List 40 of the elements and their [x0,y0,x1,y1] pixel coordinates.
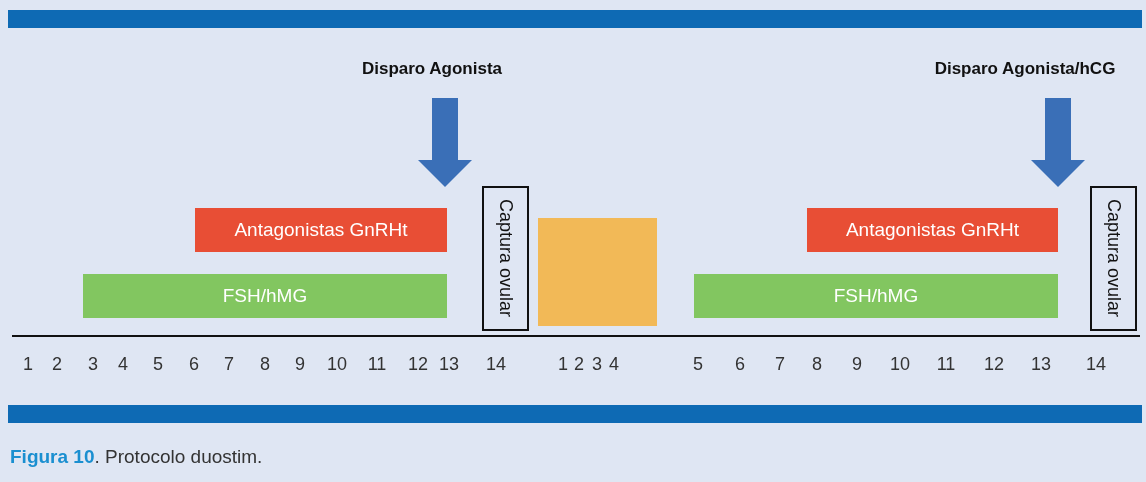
day-number: 12 [984,354,1004,375]
retrieval-box: Captura ovular [482,186,529,331]
day-number: 14 [486,354,506,375]
day-number: 7 [775,354,785,375]
day-number: 8 [260,354,270,375]
day-number: 4 [609,354,619,375]
trigger-label: Disparo Agonista [332,56,532,82]
day-number: 2 [52,354,62,375]
treatment-bar: Antagonistas GnRHt [807,208,1058,252]
day-number: 8 [812,354,822,375]
day-number: 2 [574,354,584,375]
arrow [418,98,472,187]
arrow [1031,98,1085,187]
trigger-label: Disparo Agonista/hCG [910,56,1140,82]
day-number: 3 [88,354,98,375]
interval-block [538,218,657,326]
day-number: 11 [936,354,956,375]
treatment-bar: FSH/hMG [83,274,447,318]
day-number: 9 [852,354,862,375]
treatment-bar: Antagonistas GnRHt [195,208,447,252]
day-number: 6 [735,354,745,375]
day-number: 11 [367,354,387,375]
day-number: 12 [408,354,428,375]
figure-caption: Figura 10. Protocolo duostim. [10,446,263,468]
day-number: 1 [23,354,33,375]
retrieval-box: Captura ovular [1090,186,1137,331]
treatment-bar: FSH/hMG [694,274,1058,318]
day-number: 5 [153,354,163,375]
day-number: 5 [693,354,703,375]
day-number: 6 [189,354,199,375]
day-number: 10 [890,354,910,375]
day-number: 10 [327,354,347,375]
day-number: 4 [118,354,128,375]
day-number: 3 [592,354,602,375]
day-number: 13 [439,354,459,375]
day-number: 13 [1031,354,1051,375]
day-number: 7 [224,354,234,375]
day-number: 14 [1086,354,1106,375]
day-number: 1 [558,354,568,375]
day-number: 9 [295,354,305,375]
